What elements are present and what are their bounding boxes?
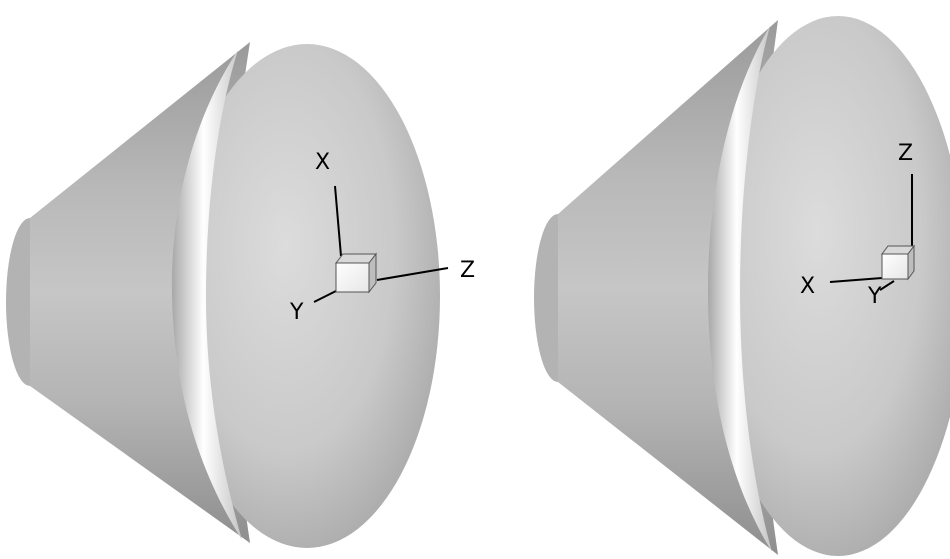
right-capsule-heat-shield (710, 16, 950, 556)
right-x-axis-line (829, 277, 883, 283)
left-y-axis-line (313, 289, 339, 303)
right-y-axis-label: Y (867, 284, 882, 309)
right-capsule (534, 16, 950, 556)
right-axis-triad: Z X Y (800, 141, 915, 309)
right-z-axis-label: Z (898, 141, 913, 166)
right-orientation-cube (881, 244, 915, 281)
left-z-axis-label: Z (460, 258, 475, 283)
right-capsule-shoulder (708, 26, 772, 552)
left-y-axis-label: Y (289, 300, 304, 325)
left-z-axis-line (376, 267, 449, 281)
left-capsule-heat-shield (174, 44, 440, 548)
right-x-axis-label: X (800, 274, 815, 299)
left-capsule-shoulder (171, 50, 242, 540)
left-x-axis-line (334, 185, 342, 257)
left-x-axis-label: X (315, 150, 330, 175)
left-capsule (6, 42, 440, 548)
right-y-axis-line (879, 280, 895, 291)
left-axis-triad: X Z Y (289, 150, 475, 325)
left-orientation-cube (334, 252, 378, 294)
